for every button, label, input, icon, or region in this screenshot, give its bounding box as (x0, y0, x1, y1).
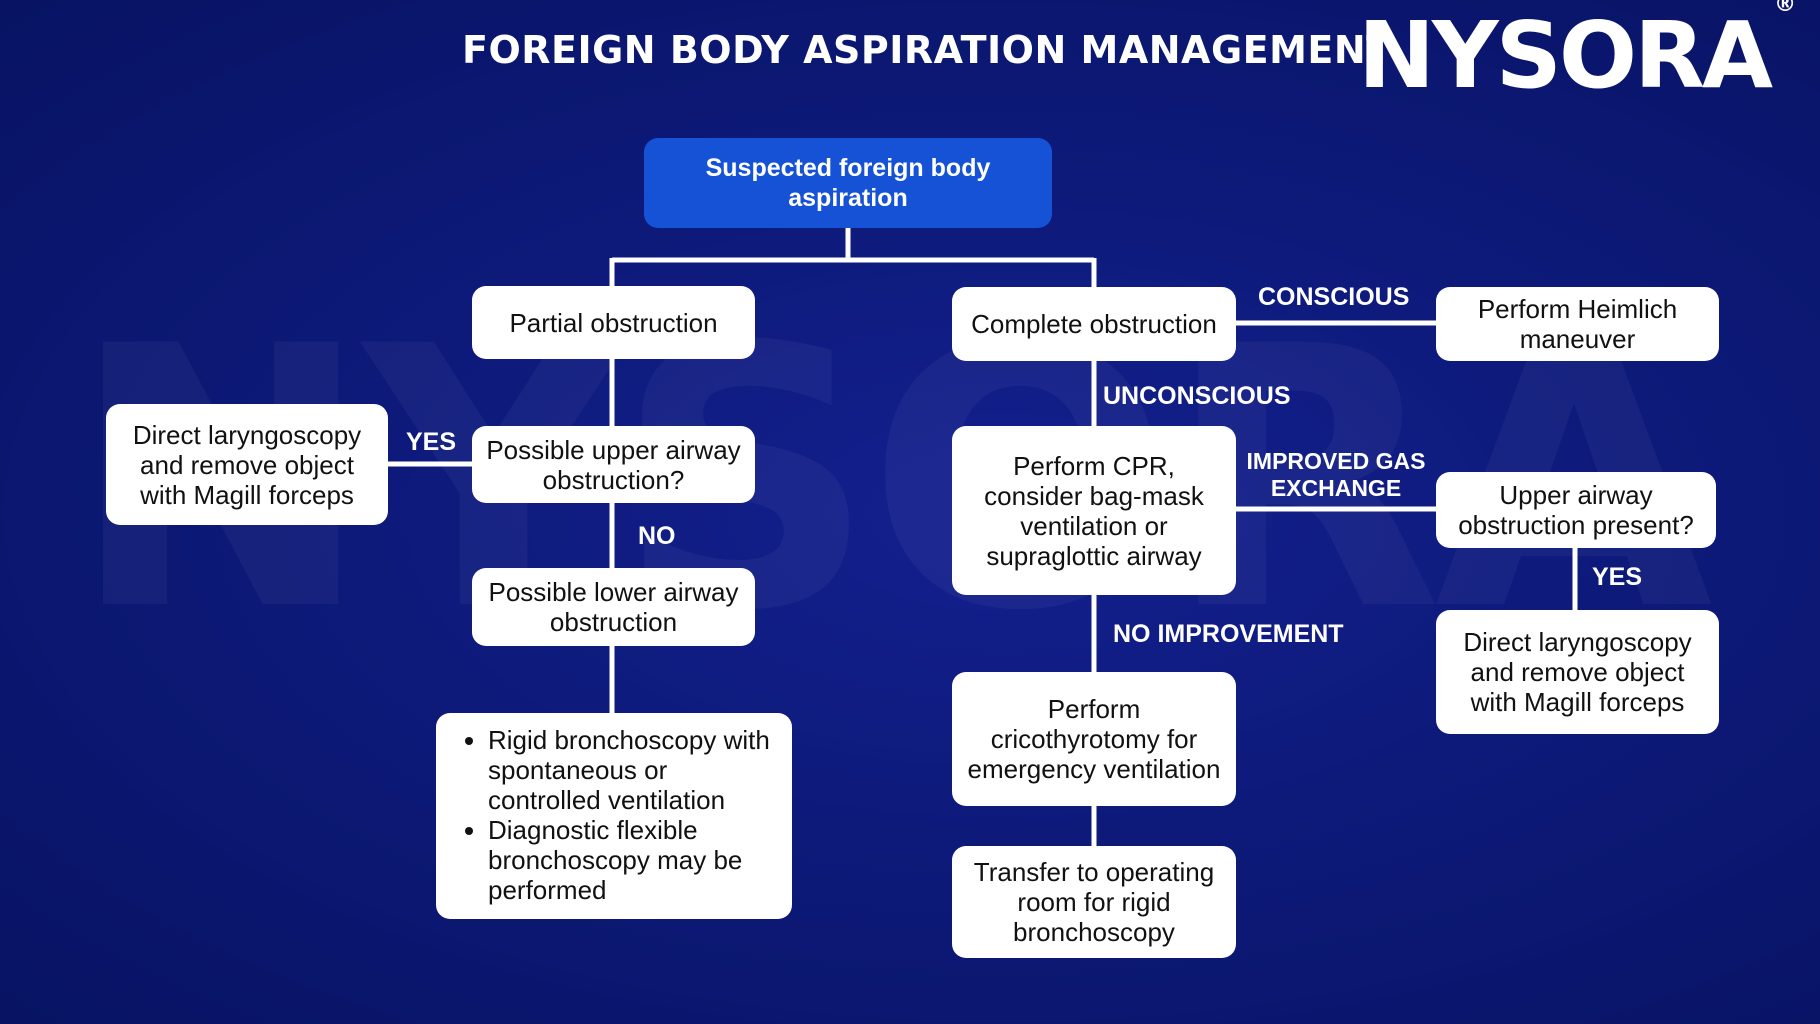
brand-logo: NYSORA® (1358, 0, 1796, 102)
list-item: Diagnostic flexible bronchoscopy may be … (488, 815, 772, 905)
label-no: NO (638, 522, 676, 550)
node-lower-airway: Possible lower airway obstruction (472, 568, 755, 646)
label-unconscious: UNCONSCIOUS (1103, 382, 1291, 410)
label-no-improvement: NO IMPROVEMENT (1113, 620, 1344, 648)
node-upper-airway-question: Possible upper airway obstruction? (472, 426, 755, 503)
label-yes-left: YES (406, 428, 457, 456)
list-item: Rigid bronchoscopy with spontaneous or c… (488, 725, 772, 815)
node-direct-laryngoscopy-right: Direct laryngoscopy and remove object wi… (1436, 610, 1719, 734)
node-cricothyrotomy: Perform cricothyrotomy for emergency ven… (952, 672, 1236, 806)
node-complete-text: Complete obstruction (971, 309, 1217, 339)
node-partial-text: Partial obstruction (509, 307, 718, 338)
node-cpr: Perform CPR, consider bag-mask ventilati… (952, 426, 1236, 595)
bronchoscopy-list: Rigid bronchoscopy with spontaneous or c… (456, 725, 772, 905)
label-yes-right: YES (1592, 563, 1643, 591)
node-complete-obstruction: Complete obstruction (952, 287, 1236, 361)
node-crico-text: Perform cricothyrotomy for emergency ven… (967, 694, 1221, 784)
node-heimlich-text: Perform Heimlich maneuver (1477, 294, 1678, 354)
page-title: FOREIGN BODY ASPIRATION MANAGEMENT (462, 28, 1393, 72)
node-direct-right-text: Direct laryngoscopy and remove object wi… (1463, 627, 1692, 717)
node-start: Suspected foreign body aspiration (644, 138, 1052, 228)
node-upper-q-text: Possible upper airway obstruction? (486, 434, 741, 495)
node-direct-left-text: Direct laryngoscopy and remove object wi… (132, 419, 362, 510)
node-transfer: Transfer to operating room for rigid bro… (952, 846, 1236, 958)
label-conscious: CONSCIOUS (1258, 283, 1410, 311)
node-cpr-text: Perform CPR, consider bag-mask ventilati… (984, 450, 1204, 571)
node-start-text: Suspected foreign body aspiration (705, 154, 991, 212)
node-upper-airway-present: Upper airway obstruction present? (1436, 472, 1716, 548)
node-direct-laryngoscopy-left: Direct laryngoscopy and remove object wi… (106, 404, 388, 525)
node-partial-obstruction: Partial obstruction (472, 286, 755, 359)
node-lower-text: Possible lower airway obstruction (488, 577, 739, 637)
node-heimlich: Perform Heimlich maneuver (1436, 287, 1719, 361)
node-transfer-text: Transfer to operating room for rigid bro… (973, 857, 1215, 947)
registered-mark: ® (1774, 0, 1797, 18)
label-improved-gas-exchange: IMPROVED GAS EXCHANGE (1246, 448, 1426, 501)
logo-text: NYSORA (1358, 2, 1773, 109)
node-bronchoscopy-list: Rigid bronchoscopy with spontaneous or c… (436, 713, 792, 919)
node-upper-present-text: Upper airway obstruction present? (1458, 480, 1694, 540)
